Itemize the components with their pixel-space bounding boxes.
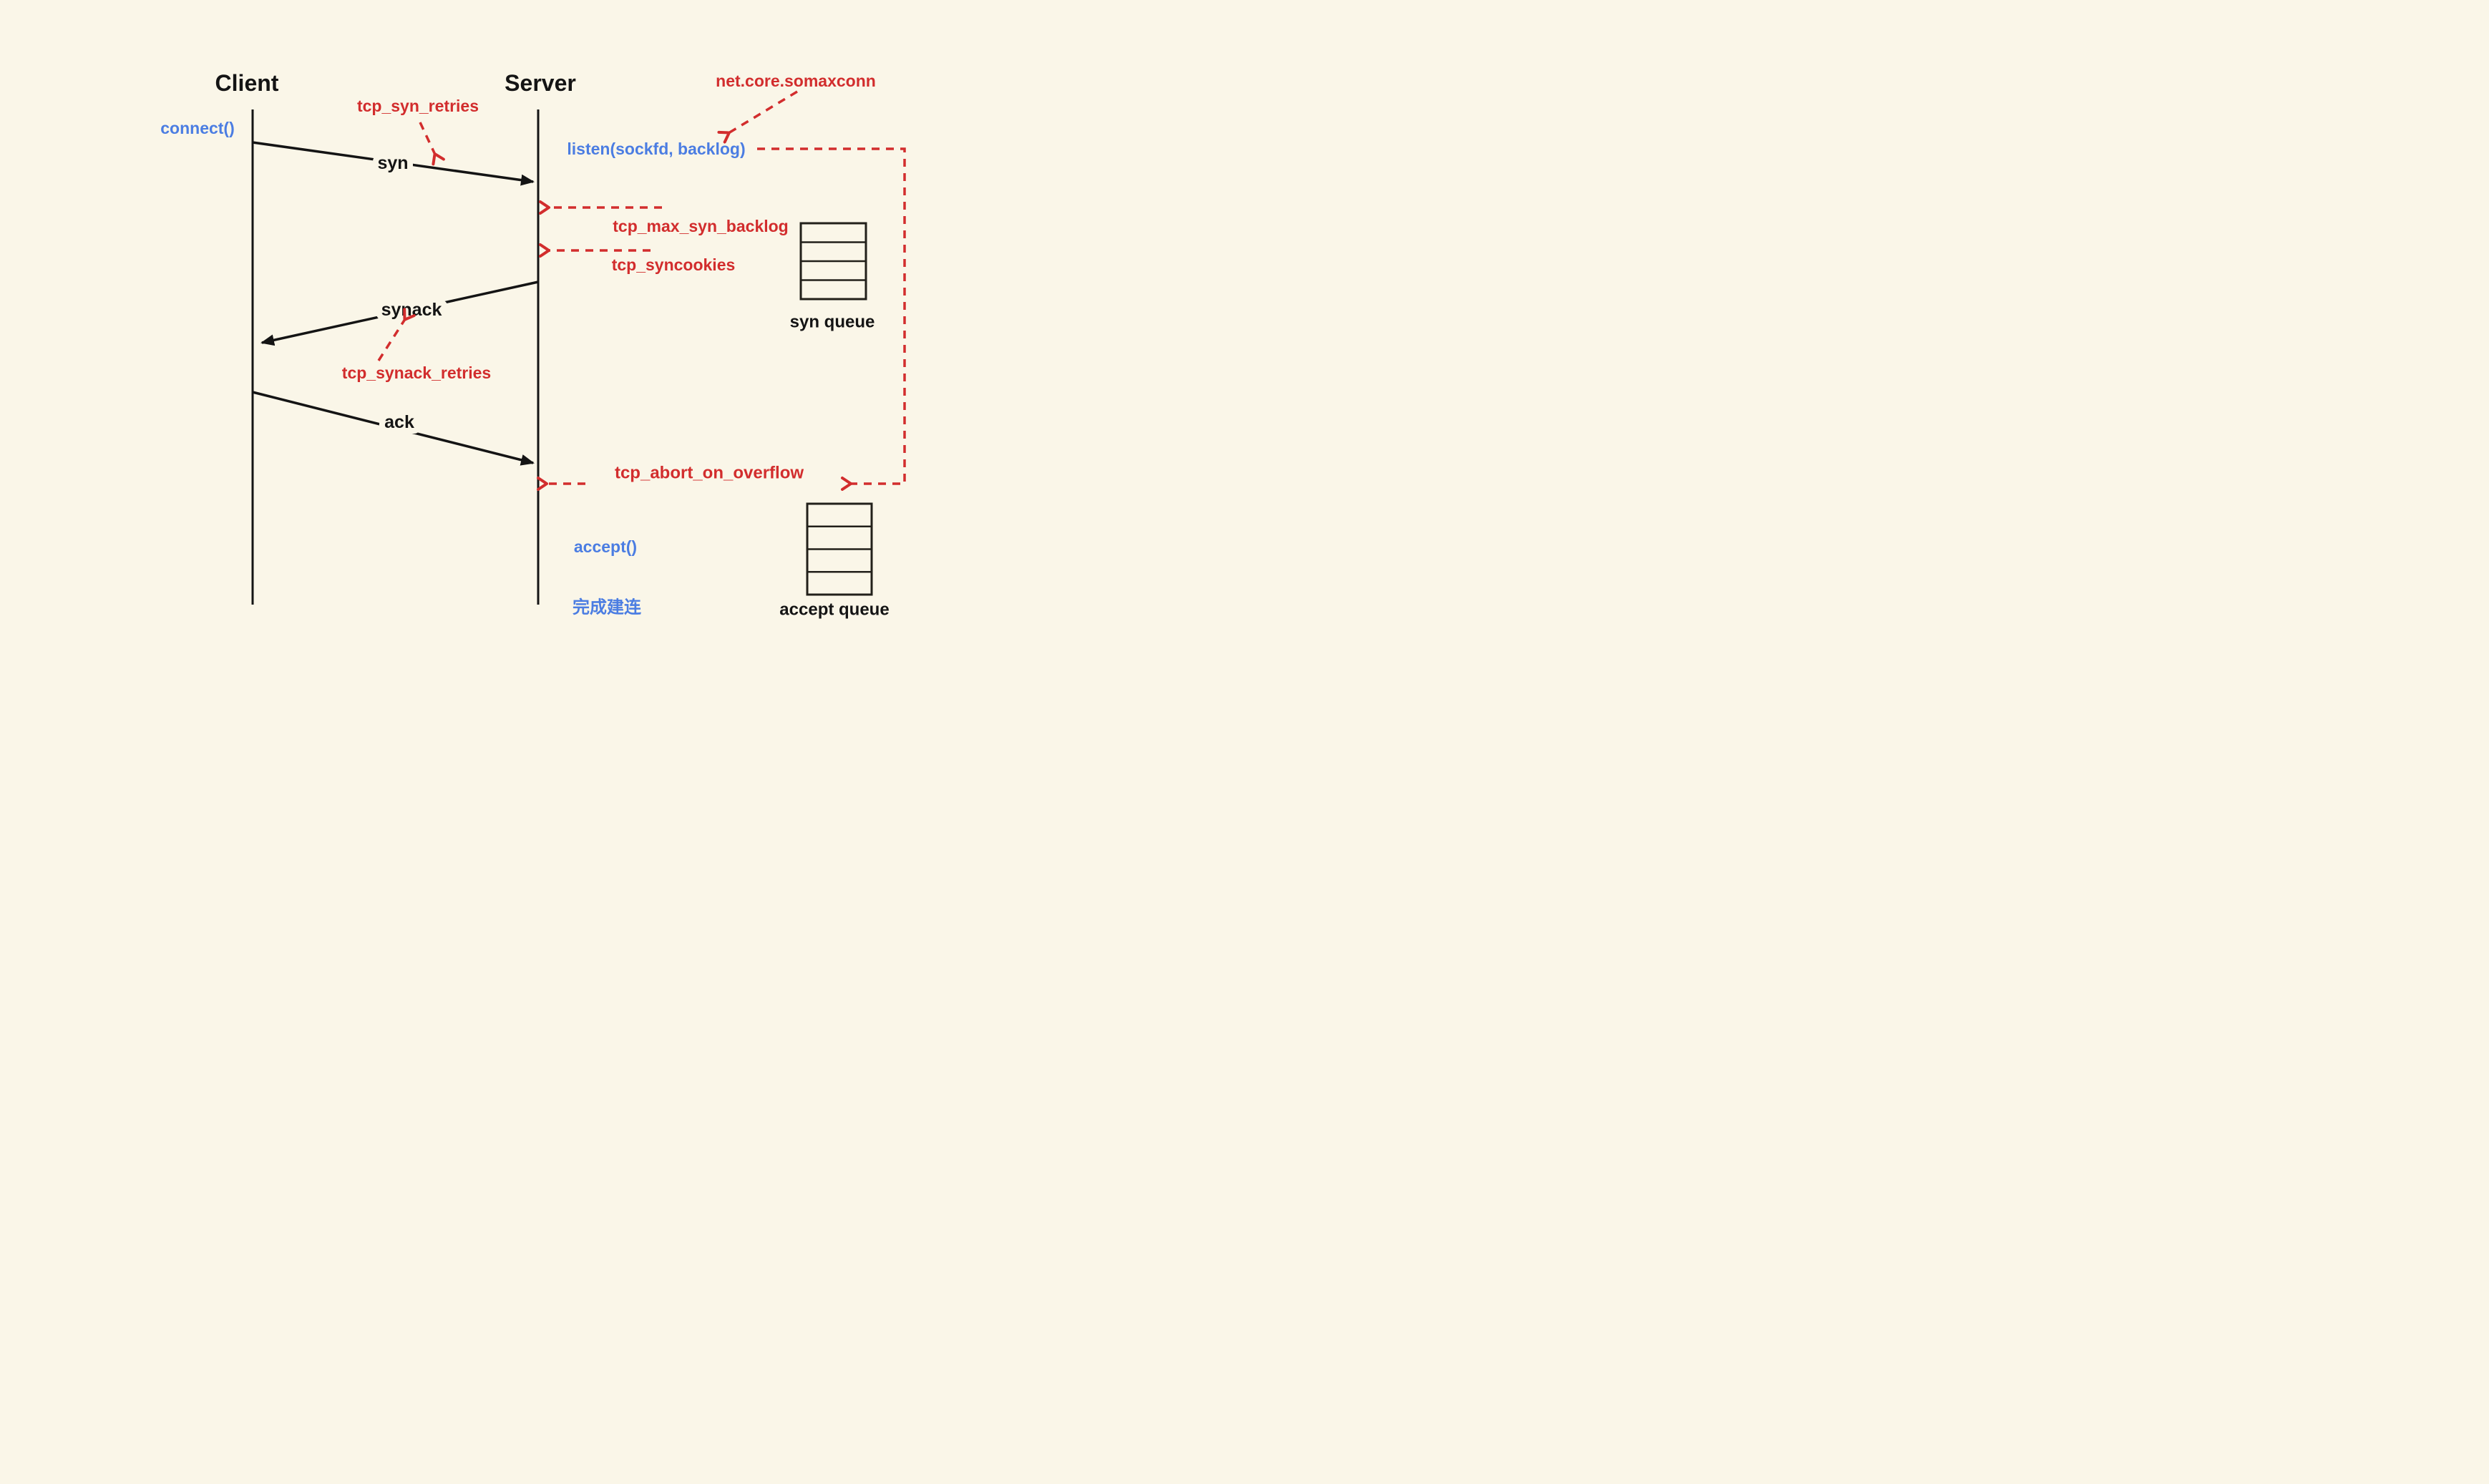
- tcp-syn-retries-pointer: [419, 122, 445, 166]
- tcp-synack-retries-label: tcp_synack_retries: [342, 363, 491, 382]
- accept-queue-label: accept queue: [779, 600, 889, 620]
- tcp-syn-retries-label: tcp_syn_retries: [357, 97, 479, 115]
- tcp-synack-retries-pointer: [377, 308, 416, 361]
- backlog-to-accept-queue-path: [757, 147, 906, 491]
- connect-call-label: connect(): [160, 119, 235, 137]
- tcp-abort-on-overflow-label: tcp_abort_on_overflow: [615, 464, 804, 483]
- server-title: Server: [505, 70, 576, 96]
- connection-established-label: 完成建连: [573, 597, 642, 617]
- somaxconn-pointer: [717, 90, 798, 144]
- synack-arrow: [260, 280, 539, 346]
- syn-arrow: [252, 141, 535, 186]
- ack-arrow: [252, 391, 535, 466]
- synack-label: synack: [381, 300, 442, 320]
- client-title: Client: [215, 70, 279, 96]
- tcp-syncookies-label: tcp_syncookies: [612, 255, 736, 274]
- tcp-handshake-diagram: Client Server syn synack ack connect() l…: [160, 70, 906, 620]
- somaxconn-label: net.core.somaxconn: [716, 72, 876, 90]
- accept-call-label: accept(): [574, 537, 637, 556]
- tcp-max-syn-backlog-label: tcp_max_syn_backlog: [613, 217, 788, 235]
- ack-label: ack: [384, 412, 414, 432]
- syn-label: syn: [377, 153, 408, 173]
- syn-queue-label: syn queue: [790, 313, 875, 332]
- syn-queue: syn queue: [790, 222, 875, 332]
- listen-call-label: listen(sockfd, backlog): [567, 140, 745, 158]
- accept-queue: accept queue: [779, 502, 890, 620]
- sequence-diagram-canvas: Client Server syn synack ack connect() l…: [0, 0, 1106, 660]
